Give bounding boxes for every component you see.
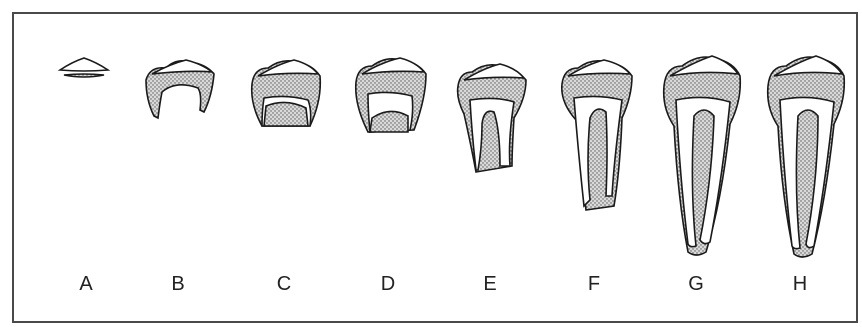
stage-label-h: H: [780, 272, 820, 296]
stage-label-e: E: [470, 272, 510, 296]
stage-label-c: C: [264, 272, 304, 296]
stage-h-tooth: [768, 56, 845, 257]
stage-f-tooth: [562, 60, 632, 210]
stage-label-g: G: [676, 272, 716, 296]
stage-c-tooth: [252, 60, 321, 126]
stage-g-tooth: [664, 56, 741, 255]
stage-label-d: D: [368, 272, 408, 296]
stage-e-tooth: [458, 64, 526, 172]
stage-b-tooth: [146, 60, 214, 118]
stage-label-f: F: [574, 272, 614, 296]
stage-label-b: B: [158, 272, 198, 296]
stage-label-a: A: [66, 272, 106, 296]
stage-d-tooth: [356, 58, 426, 132]
stage-a-tooth: [60, 58, 108, 77]
